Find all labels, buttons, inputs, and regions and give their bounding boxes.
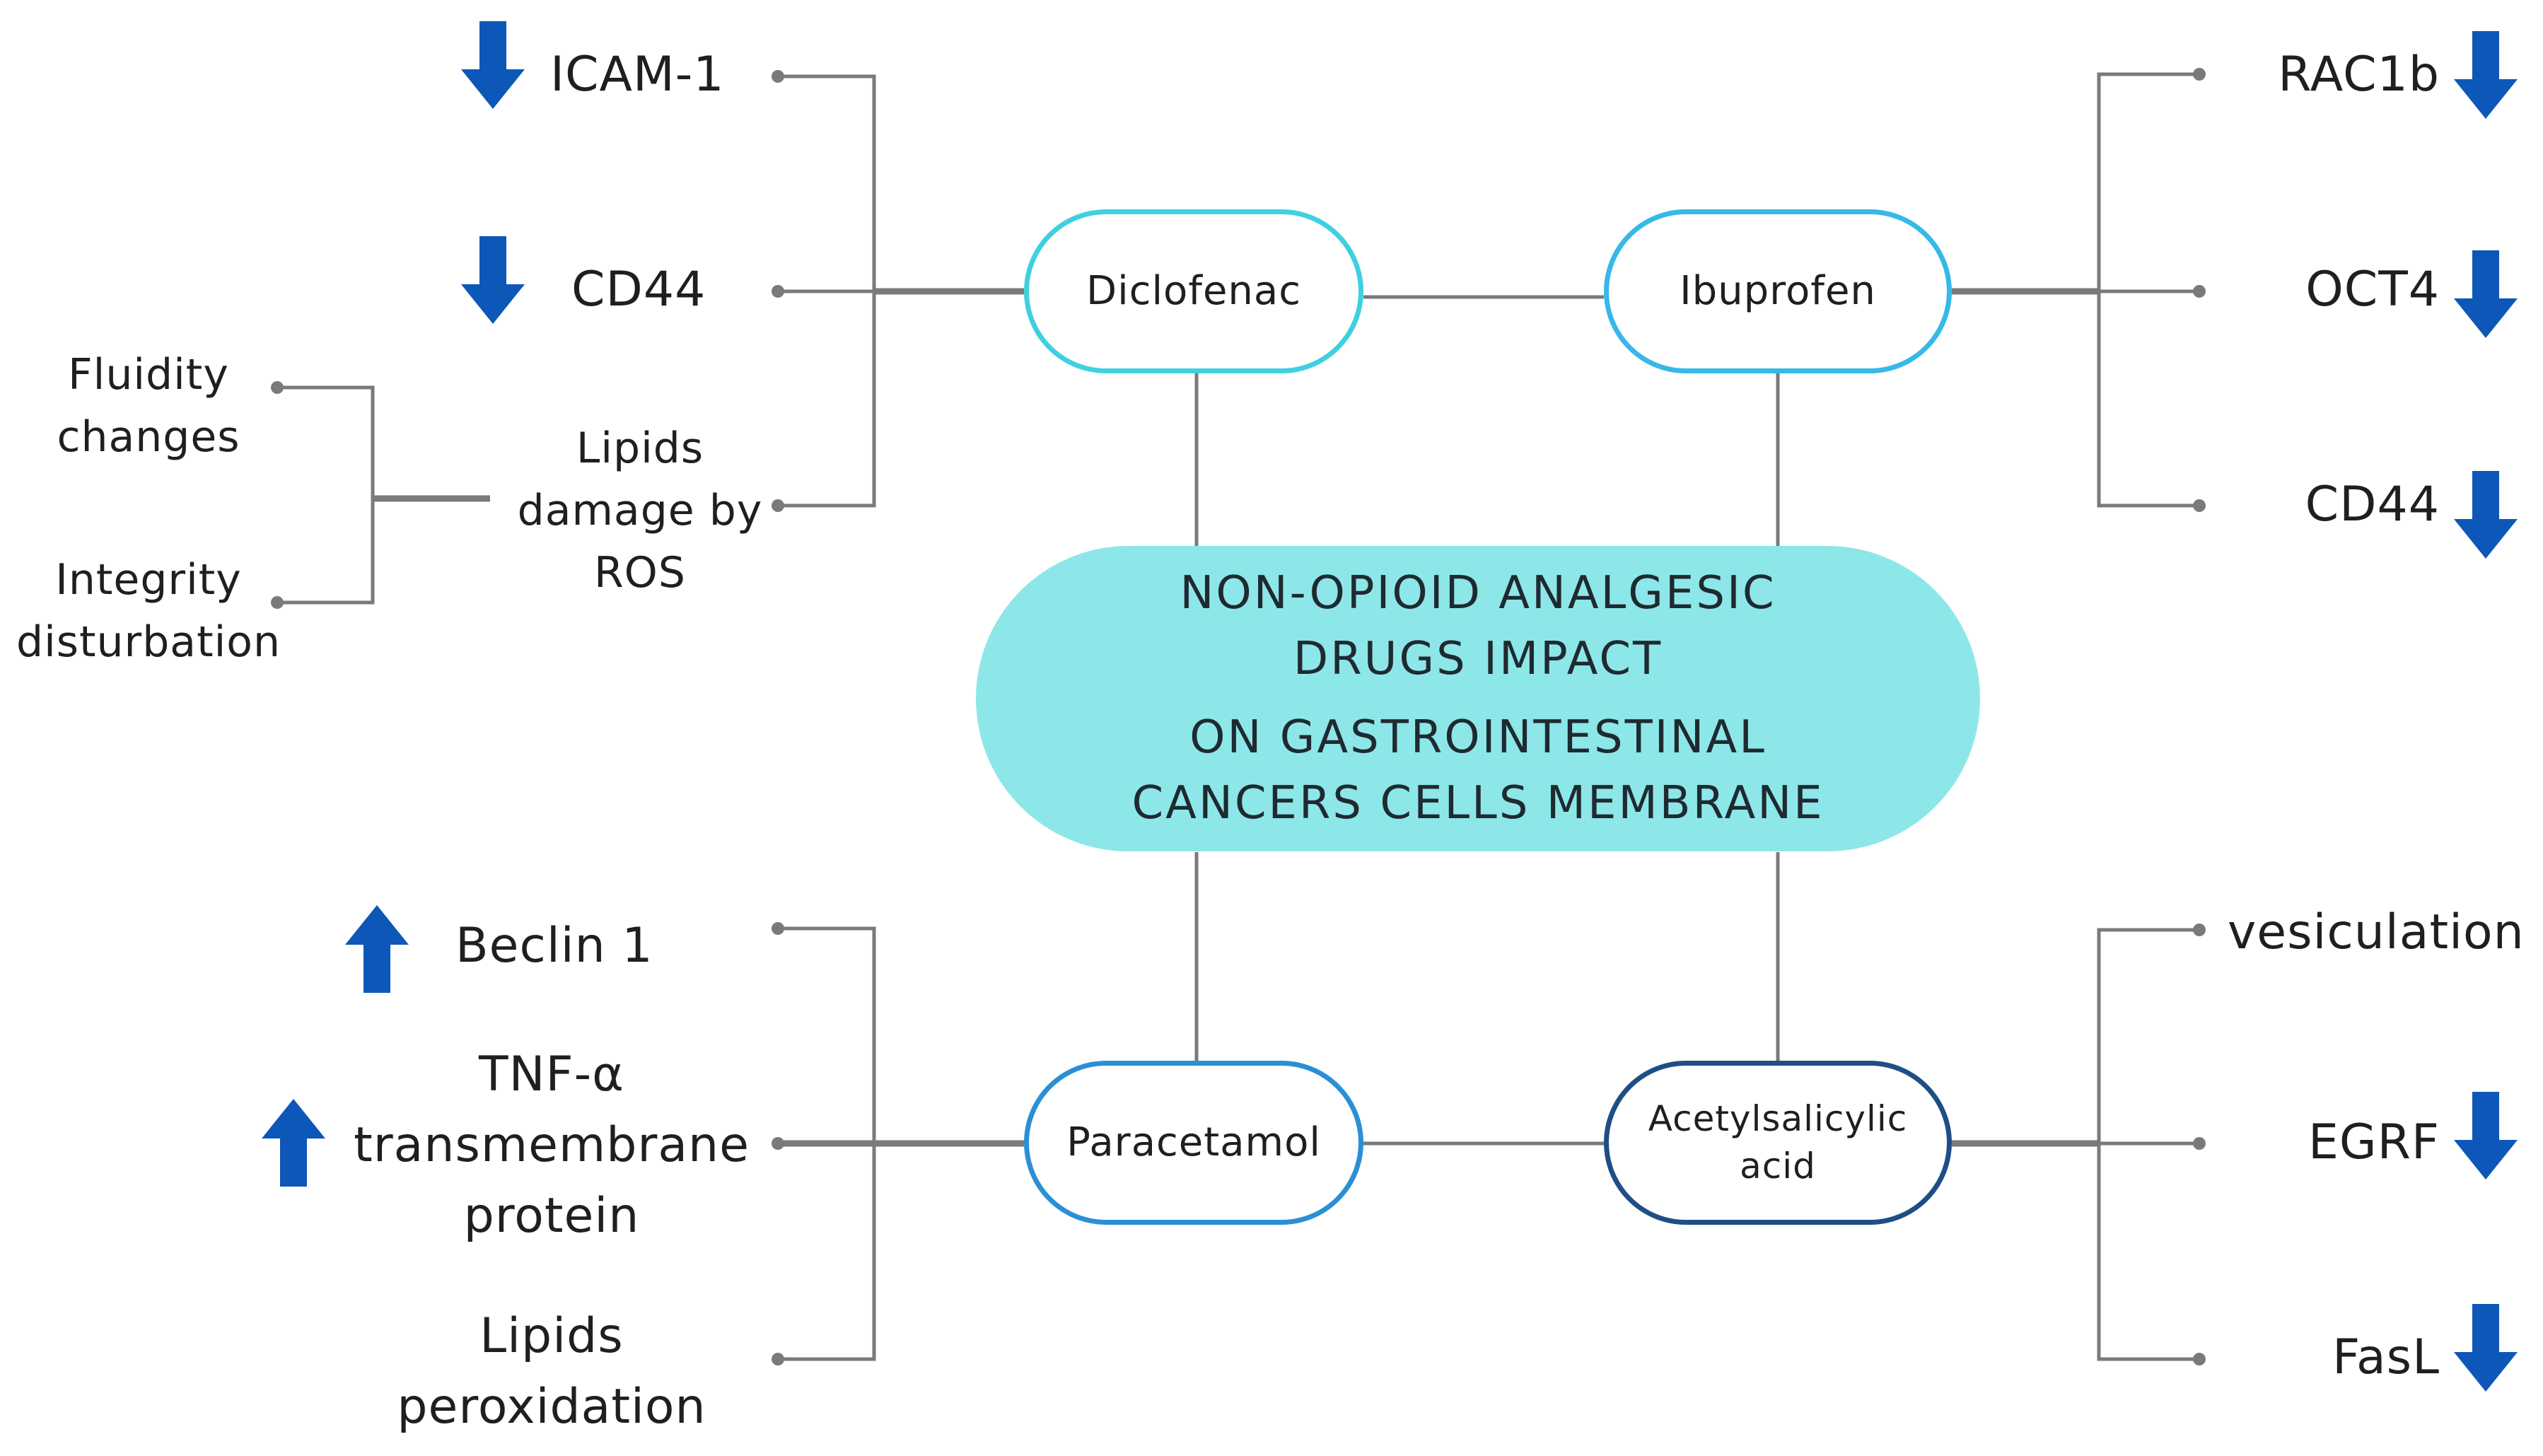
label-tnf-transmembrane: TNF-α transmembrane protein bbox=[339, 1039, 764, 1252]
drug-ibuprofen: Ibuprofen bbox=[1604, 209, 1952, 373]
drug-acetylsalicylic-label-2: acid bbox=[1740, 1146, 1816, 1187]
dot-fluidity bbox=[271, 381, 284, 394]
label-integrity-disturbation: Integrity disturbation bbox=[14, 549, 283, 673]
bracket-membrane bbox=[277, 385, 375, 605]
dot-beclin bbox=[772, 922, 784, 935]
drug-ibuprofen-label: Ibuprofen bbox=[1680, 268, 1876, 315]
arrow-down-icon bbox=[2454, 1092, 2518, 1180]
center-title-line-3: ON GASTROINTESTINAL bbox=[1189, 711, 1767, 764]
label-lipids-damage-line-3: ROS bbox=[593, 548, 686, 598]
center-title-line-1: NON-OPIOID ANALGESIC bbox=[1180, 567, 1776, 620]
drug-diclofenac-label: Diclofenac bbox=[1086, 268, 1302, 315]
arrow-down-icon bbox=[461, 21, 525, 109]
arrow-down-icon bbox=[2454, 1304, 2518, 1392]
label-fasl: FasL bbox=[2332, 1329, 2440, 1385]
label-lipids-damage: Lipids damage by ROS bbox=[509, 417, 771, 604]
dot-fasl bbox=[2193, 1353, 2206, 1365]
label-tnf-line-2: transmembrane bbox=[354, 1117, 750, 1173]
dot-icam1 bbox=[772, 70, 784, 83]
label-icam1: ICAM-1 bbox=[550, 47, 725, 103]
drug-paracetamol: Paracetamol bbox=[1024, 1061, 1363, 1225]
label-integrity-line-2: disturbation bbox=[16, 617, 281, 667]
label-rac1b: RAC1b bbox=[2278, 47, 2440, 103]
dot-cd44-left bbox=[772, 285, 784, 298]
label-lipids-peroxidation: Lipids peroxidation bbox=[339, 1301, 764, 1443]
drug-paracetamol-label: Paracetamol bbox=[1066, 1119, 1321, 1166]
label-lipids-damage-line-1: Lipids bbox=[576, 424, 704, 473]
arrow-down-icon bbox=[2454, 250, 2518, 338]
dot-vesiculation bbox=[2193, 924, 2206, 936]
drug-diclofenac: Diclofenac bbox=[1024, 209, 1363, 373]
drug-acetylsalicylic-label-1: Acetylsalicylic bbox=[1648, 1097, 1908, 1139]
arrow-up-icon bbox=[345, 905, 409, 993]
dot-oct4 bbox=[2193, 285, 2206, 298]
label-oct4: OCT4 bbox=[2305, 262, 2440, 318]
center-title-line-4: CANCERS CELLS MEMBRANE bbox=[1131, 776, 1825, 829]
dot-lipids-peroxidation bbox=[772, 1353, 784, 1365]
dot-egrf bbox=[2193, 1137, 2206, 1150]
dot-cd44-right bbox=[2193, 499, 2206, 512]
label-fluidity-line-2: changes bbox=[57, 412, 240, 462]
label-cd44-right: CD44 bbox=[2305, 477, 2440, 532]
label-lipids-damage-line-2: damage by bbox=[517, 486, 763, 535]
label-cd44-left: CD44 bbox=[571, 262, 706, 318]
center-title-line-2: DRUGS IMPACT bbox=[1293, 633, 1663, 686]
center-title-pill: NON-OPIOID ANALGESIC DRUGS IMPACT ON GAS… bbox=[976, 546, 1980, 851]
dot-tnf bbox=[772, 1137, 784, 1150]
label-fluidity-line-1: Fluidity bbox=[68, 350, 229, 400]
label-beclin: Beclin 1 bbox=[455, 918, 653, 974]
dot-integrity bbox=[271, 596, 284, 609]
label-lipids-peroxidation-line-2: peroxidation bbox=[397, 1379, 706, 1435]
label-integrity-line-1: Integrity bbox=[55, 555, 242, 605]
label-fluidity-changes: Fluidity changes bbox=[14, 344, 283, 468]
arrow-up-icon bbox=[262, 1099, 325, 1187]
label-lipids-peroxidation-line-1: Lipids bbox=[479, 1308, 624, 1364]
label-tnf-line-1: TNF-α bbox=[479, 1047, 624, 1102]
dot-lipids-damage bbox=[772, 499, 784, 512]
label-tnf-line-3: protein bbox=[463, 1188, 640, 1244]
label-vesiculation: vesiculation bbox=[2228, 904, 2525, 960]
label-egrf: EGRF bbox=[2308, 1114, 2440, 1170]
dot-rac1b bbox=[2193, 68, 2206, 81]
arrow-down-icon bbox=[461, 236, 525, 324]
arrow-down-icon bbox=[2454, 471, 2518, 559]
arrow-down-icon bbox=[2454, 31, 2518, 119]
drug-acetylsalicylic: Acetylsalicylic acid bbox=[1604, 1061, 1952, 1225]
